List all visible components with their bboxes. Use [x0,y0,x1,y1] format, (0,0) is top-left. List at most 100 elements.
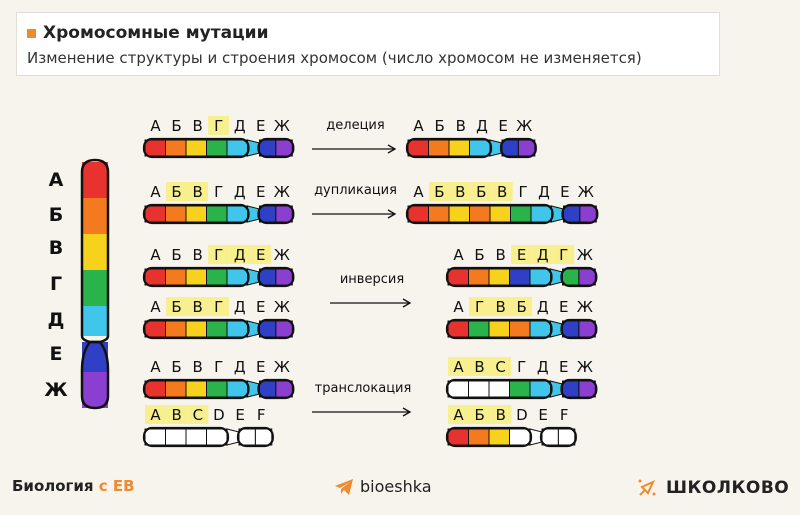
translocation-after-1-segment [447,380,469,398]
translocation-before-2-segment [165,428,187,446]
translocation-after-1-segment [509,380,531,398]
deletion-before-letter: Ж [274,117,290,135]
letter-highlight [187,297,209,316]
inversion-before-1-letter: Г [214,246,223,264]
letter-highlight [166,297,188,316]
deletion-after-letter: Д [476,117,488,135]
deletion-before-segment [226,139,248,157]
inversion-before-1-segment [259,268,277,286]
duplication-after-left-arm-outline [405,203,554,225]
inversion-before-1-right-arm-outline [257,266,295,288]
translocation-before-1-left-arm-outline [142,378,250,400]
deletion-before-segment [275,139,293,157]
big-chromosome-label: Ж [44,379,67,401]
big-chromosome-segment [82,162,108,198]
translocation-after-2-left-arm-outline [445,426,533,448]
deletion-before-letter: Е [256,117,265,135]
inversion-before-2-letter: Е [256,298,265,316]
big-chromosome-upper-outline [80,158,110,344]
inversion-before-2-segment [165,320,187,338]
inversion-after-2-segment [509,320,531,338]
duplication-after-segment [428,205,450,223]
letter-highlight [449,182,471,201]
letter-highlight [553,245,575,264]
duplication-after-segment [469,205,491,223]
duplication-after [407,205,597,223]
translocation-after-2-letter: D [516,406,528,424]
inversion-after-1-segment [468,268,490,286]
deletion-before-segment [259,139,277,157]
letter-highlight [428,182,450,201]
duplication-before-segment [185,205,207,223]
deletion-after-segment [407,139,429,157]
translocation-before-1-segment [226,380,248,398]
duplication-before-segment [259,205,277,223]
letter-highlight [208,297,230,316]
letter-highlight [511,245,533,264]
footer-brand-prefix: Биология [12,477,94,495]
deletion-before-segment [165,139,187,157]
inversion-after-2-left-arm-outline [445,318,553,340]
duplication-after-segment [563,205,581,223]
translocation-after-1-segment [468,380,490,398]
duplication-before-segment [226,205,248,223]
inversion-after-1-right-arm-outline [560,266,598,288]
deletion-before-right-arm-outline [257,137,295,159]
deletion-after-left-arm-outline [405,137,493,159]
translocation-before-1-letter: А [150,358,161,376]
translocation-after-2-segment [488,428,510,446]
duplication-before-segment [165,205,187,223]
header-panel: Хромосомные мутации Изменение структуры … [16,12,720,76]
inversion-before-1-letter: А [150,246,161,264]
duplication-before-letter: Б [171,183,181,201]
inversion-after-2-segment [468,320,490,338]
inversion-after-2-segment [447,320,469,338]
letter-highlight [511,297,533,316]
translocation-before-1-segment [206,380,228,398]
duplication-before-segment [206,205,228,223]
letter-highlight [166,182,188,201]
letter-highlight [491,182,513,201]
arrow-head [402,298,412,308]
translocation-before-1-letter: Д [234,358,246,376]
letter-highlight [448,405,470,424]
translocation-before-2-letter: E [235,406,244,424]
letter-highlight [469,297,491,316]
translocation-after-2-letter: Б [475,406,485,424]
inversion-after-1-segment [529,268,551,286]
inversion-after-1-letter: А [453,246,464,264]
inversion-after-2-letter: В [495,298,505,316]
arrow-head [402,407,412,417]
translocation-after-2-letter: В [496,406,506,424]
inversion-after-2-segment [578,320,596,338]
inversion-after-1-left-arm-outline [445,266,553,288]
deletion-before-letter: Д [234,117,246,135]
inversion-after-1-segment [578,268,596,286]
translocation-after-2-segment [557,428,576,446]
inversion-after-2-letter: Ж [577,298,593,316]
letter-highlight [490,357,512,376]
duplication-after-segment [530,205,552,223]
duplication-after-letter: Б [476,183,486,201]
mutation-label: делеция [326,118,384,133]
letter-highlight [448,357,470,376]
letter-highlight [470,182,492,201]
inversion-after-1-letter: Е [517,246,526,264]
title-marker [27,29,36,38]
translocation-after-1-left-arm-outline [445,378,553,400]
deletion-before-segment [144,139,166,157]
deletion-after-letter: Б [435,117,445,135]
inversion-before-1-segment [226,268,248,286]
translocation-before-2-left-arm-outline [142,426,230,448]
inversion-after-2-letter: Е [559,298,568,316]
letter-highlight [145,405,167,424]
translocation-after-1-letter: A [453,358,464,376]
duplication-before-left-arm-outline [142,203,250,225]
translocation-before-1-segment [185,380,207,398]
inversion-after-1-letter: В [495,246,505,264]
inversion-after-2-segment [488,320,510,338]
inversion-after-2-letter: Г [475,298,484,316]
inversion-before-2-segment [144,320,166,338]
translocation-before-1-segment [259,380,277,398]
duplication-after-segment [489,205,511,223]
